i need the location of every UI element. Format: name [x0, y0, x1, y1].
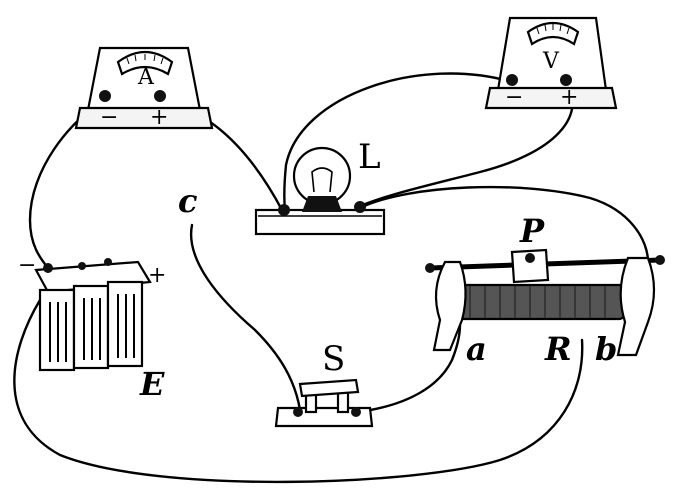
battery-link-terminal-2	[104, 258, 112, 266]
voltmeter-minus-terminal	[506, 74, 518, 86]
voltmeter-plus-sign: +	[560, 85, 578, 110]
battery-label: E	[139, 365, 165, 403]
battery-minus-sign: −	[18, 253, 36, 278]
ammeter-minus-terminal	[99, 90, 111, 102]
lamp-label: L	[358, 137, 381, 177]
lamp-base-board	[254, 208, 386, 236]
rheostat-slider-terminal	[525, 253, 535, 263]
battery: − + E	[18, 253, 166, 403]
rheostat-bar-left-end	[425, 263, 435, 273]
ammeter-plus-terminal	[154, 90, 166, 102]
voltmeter-dial	[526, 21, 580, 46]
rheostat-end-a-label: a	[466, 330, 487, 368]
switch-lever	[298, 378, 360, 398]
switch-label: S	[322, 339, 345, 379]
wire-free-end-c	[189, 223, 302, 412]
voltmeter-label: V	[542, 49, 560, 74]
rheostat-slider	[510, 248, 550, 284]
ammeter: A − +	[74, 46, 214, 130]
rheostat-slider-label: P	[519, 212, 545, 250]
rheostat-left-stand	[432, 260, 467, 352]
wire-voltmeter-lamp-right	[356, 80, 574, 209]
lamp-right-terminal	[354, 201, 366, 213]
switch-right-terminal	[351, 407, 361, 417]
voltmeter-scale-ticks	[536, 24, 570, 35]
wire-lamp-rheostat	[360, 185, 650, 264]
rheostat-coil-windings	[469, 286, 606, 318]
lamp-bulb	[292, 146, 352, 206]
voltmeter: V − +	[484, 16, 618, 110]
wire-voltmeter-lamp-left	[283, 72, 514, 212]
lamp-left-terminal	[278, 204, 290, 216]
voltmeter-plus-terminal	[560, 74, 572, 86]
battery-link-terminal-1	[78, 262, 86, 270]
battery-minus-terminal	[43, 263, 53, 273]
ammeter-minus-sign: −	[100, 105, 118, 130]
rheostat-bar-right-end	[655, 255, 665, 265]
ammeter-base	[74, 106, 214, 130]
ammeter-scale-ticks	[126, 54, 164, 65]
ammeter-label: A	[137, 65, 155, 90]
lamp: L	[254, 137, 386, 236]
voltmeter-minus-sign: −	[505, 85, 523, 110]
battery-plus-sign: +	[148, 263, 166, 288]
rheostat-coil-label: R	[544, 330, 572, 368]
wire-switch-rheostat-a	[356, 323, 462, 414]
ammeter-plus-sign: +	[150, 105, 168, 130]
ammeter-dial	[116, 50, 174, 76]
voltmeter-base	[484, 86, 618, 110]
wire-end-label-c: c	[178, 182, 197, 220]
rheostat-end-b-label: b	[595, 330, 617, 368]
switch: S	[274, 339, 374, 428]
wire-battery-rheostat	[13, 298, 584, 484]
switch-left-terminal	[293, 407, 303, 417]
lamp-socket	[302, 196, 342, 212]
rheostat-right-stand	[616, 256, 656, 357]
battery-plates	[49, 294, 135, 362]
rheostat: P a R b	[425, 212, 665, 368]
lamp-filament	[311, 167, 333, 193]
rheostat-coil	[448, 283, 627, 321]
